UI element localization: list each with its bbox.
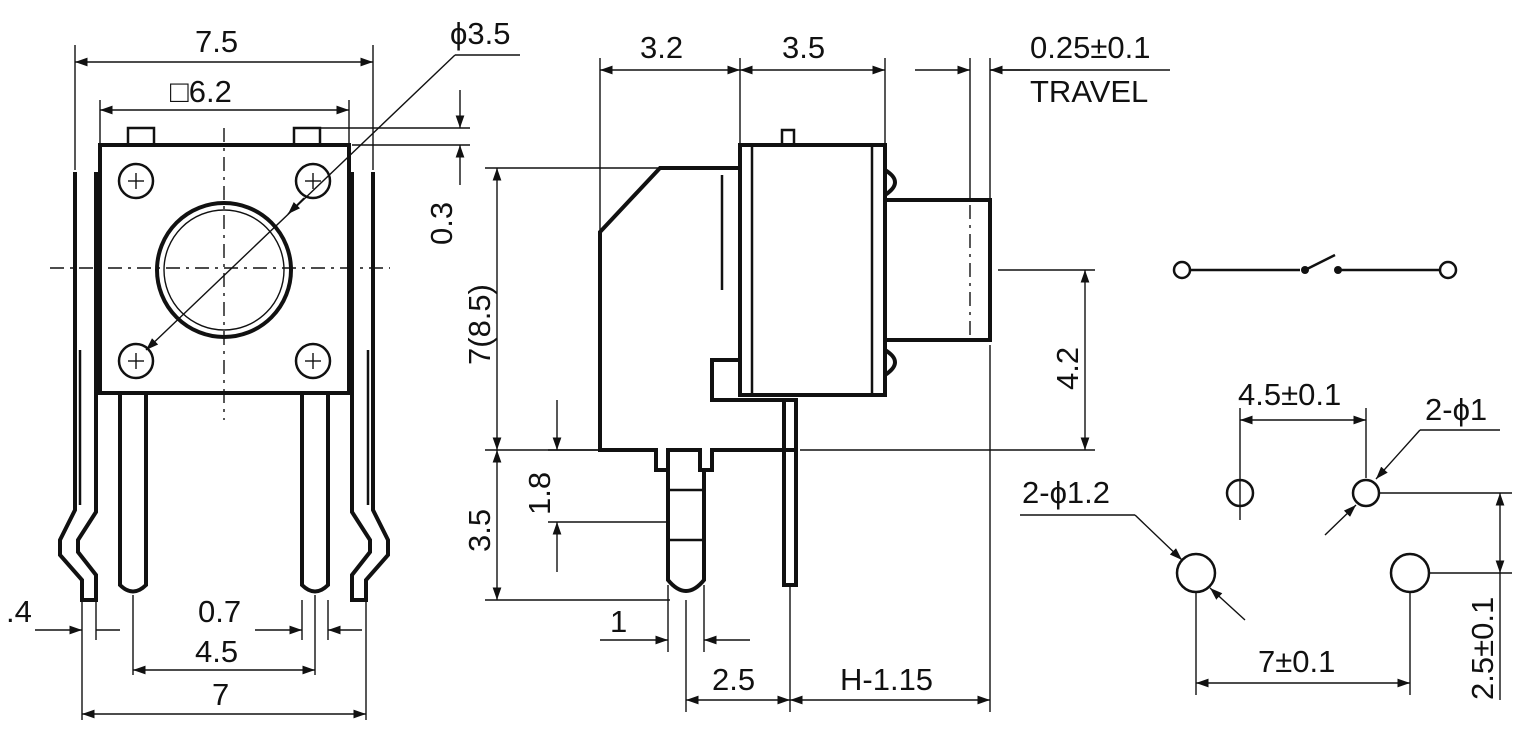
dim-lead-thickness: .4 bbox=[6, 594, 32, 629]
front-view: 7.5 □6.2 ϕ3.5 .4 0.7 4.5 7 bbox=[6, 16, 520, 720]
dim-pitch-vertical: 2.5±0.1 bbox=[1465, 597, 1500, 700]
dim-outer-pitch: 7 bbox=[212, 677, 229, 712]
dim-pin-length: 3.5 bbox=[462, 509, 497, 552]
dim-side-left: 3.2 bbox=[640, 30, 683, 65]
switch-symbol-icon bbox=[1172, 253, 1458, 280]
rivet-icon bbox=[117, 162, 332, 380]
dim-body-square: □6.2 bbox=[170, 74, 232, 109]
footprint-view: 4.5±0.1 2-ϕ1 2-ϕ1.2 7±0.1 2.5±0.1 bbox=[1020, 377, 1512, 700]
dim-width-overall: 7.5 bbox=[195, 24, 238, 59]
dim-gap: 0.3 bbox=[424, 202, 459, 245]
dim-height-total: 7(8.5) bbox=[462, 284, 497, 365]
dim-h: H-1.15 bbox=[840, 662, 933, 697]
dim-pin-upper: 1.8 bbox=[522, 472, 557, 515]
dim-inner-pitch: 4.5 bbox=[195, 634, 238, 669]
dim-pitch-small: 4.5±0.1 bbox=[1238, 377, 1341, 412]
dim-pin-spacing: 2.5 bbox=[712, 662, 755, 697]
dim-actuator-height: 4.2 bbox=[1050, 347, 1085, 390]
dim-hole-large: 2-ϕ1.2 bbox=[1022, 475, 1110, 510]
dim-pin-offset: 1 bbox=[610, 604, 627, 639]
side-view: 3.2 3.5 0.25±0.1 TRAVEL 7(8.5) 3.5 1.8 4… bbox=[462, 30, 1170, 712]
dim-button-diameter: ϕ3.5 bbox=[450, 16, 510, 51]
dim-travel-value: 0.25±0.1 bbox=[1030, 30, 1150, 65]
dim-lead-width: 0.7 bbox=[198, 594, 241, 629]
dim-side-right: 3.5 bbox=[782, 30, 825, 65]
dim-hole-small: 2-ϕ1 bbox=[1425, 392, 1487, 427]
dim-pitch-large: 7±0.1 bbox=[1258, 644, 1335, 679]
dim-travel-label: TRAVEL bbox=[1030, 74, 1148, 109]
